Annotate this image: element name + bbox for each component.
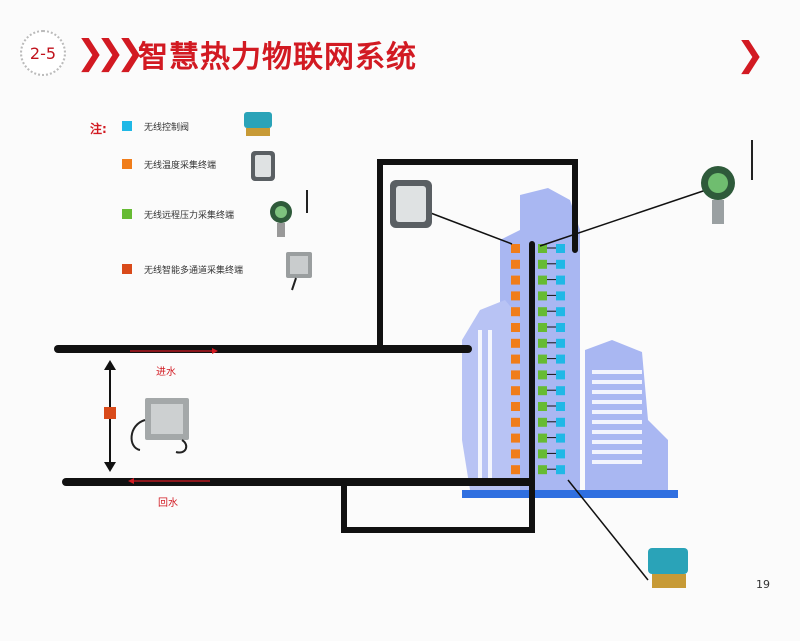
temperature-sensor	[511, 449, 520, 459]
pressure-sensor	[538, 370, 547, 380]
temperature-sensor	[511, 417, 520, 427]
building-base	[462, 490, 678, 498]
thermostat-icon	[251, 151, 275, 181]
pressure-sensor	[538, 386, 547, 396]
chevron-right-icon: ❯	[116, 33, 145, 73]
temperature-sensor	[511, 402, 520, 411]
building-illustration	[462, 188, 678, 498]
control-valve	[556, 402, 565, 411]
chevron-right-icon: ❯	[96, 33, 125, 73]
control-valve	[556, 338, 565, 348]
control-valve	[556, 275, 565, 285]
control-valve	[556, 386, 565, 396]
pressure-sensor	[538, 323, 547, 332]
temperature-sensor	[511, 354, 520, 364]
pressure-sensor	[538, 291, 547, 301]
pressure-sensor	[538, 449, 547, 459]
legend-label-multichannel: 无线智能多通道采集终端	[144, 266, 244, 276]
control-valve	[556, 433, 565, 443]
temperature-sensor	[511, 370, 520, 380]
temperature-sensor	[511, 338, 520, 348]
control-valve	[556, 291, 565, 301]
control-valve	[556, 370, 565, 380]
pressure-sensor	[538, 338, 547, 348]
pressure-sensor	[538, 244, 547, 253]
floor-sensors	[511, 244, 565, 475]
temperature-sensor	[511, 244, 520, 253]
multichannel-collector-icon	[130, 398, 189, 454]
pressure-transmitter-icon	[701, 140, 753, 224]
return-riser	[341, 241, 535, 533]
return-label: 回水	[158, 498, 178, 509]
legend-label-pressure: 无线远程压力采集终端	[144, 211, 235, 221]
temperature-sensor	[511, 259, 520, 269]
control-valve	[556, 259, 565, 269]
temperature-sensor	[511, 307, 520, 317]
control-valve	[556, 307, 565, 317]
pressure-sensor	[538, 465, 547, 475]
temperature-sensor	[511, 433, 520, 443]
pressure-sensor	[538, 417, 547, 427]
next-slide-icon[interactable]: ❯	[736, 35, 765, 75]
chevron-right-icon: ❯	[76, 33, 105, 73]
legend-label-temperature: 无线温度采集终端	[144, 161, 217, 171]
pressure-transmitter-icon	[270, 190, 308, 237]
legend-swatch-temperature	[122, 159, 132, 169]
pressure-sensor	[538, 402, 547, 411]
legend-swatch-valve	[122, 121, 132, 131]
pressure-sensor	[538, 354, 547, 364]
temperature-sensor	[511, 275, 520, 285]
temperature-sensor	[511, 386, 520, 396]
legend-label-valve: 无线控制阀	[144, 123, 190, 133]
pressure-sensor	[538, 433, 547, 443]
thermostat-icon	[390, 180, 432, 228]
temperature-sensor	[511, 465, 520, 475]
page-title: 智慧热力物联网系统	[138, 40, 417, 75]
temperature-sensor	[511, 291, 520, 301]
pipe-network	[54, 159, 578, 533]
pressure-sensor	[538, 275, 547, 285]
control-valve	[556, 449, 565, 459]
multichannel-marker	[104, 407, 116, 419]
multichannel-collector-icon	[286, 252, 312, 291]
control-valve	[556, 244, 565, 253]
pressure-sensor	[538, 259, 547, 269]
riser-loop	[377, 159, 578, 348]
control-valve	[556, 417, 565, 427]
legend-prefix: 注:	[90, 122, 107, 136]
legend-swatch-multichannel	[122, 264, 132, 274]
control-valve	[556, 323, 565, 332]
section-badge: 2-5	[20, 30, 66, 76]
control-valve	[556, 354, 565, 364]
legend-swatch-pressure	[122, 209, 132, 219]
valve-actuator-icon	[244, 112, 272, 136]
valve-actuator-icon	[648, 548, 688, 588]
pressure-sensor	[538, 307, 547, 317]
temperature-sensor	[511, 323, 520, 332]
control-valve	[556, 465, 565, 475]
page-number: 19	[756, 578, 770, 591]
supply-label: 进水	[156, 367, 176, 378]
